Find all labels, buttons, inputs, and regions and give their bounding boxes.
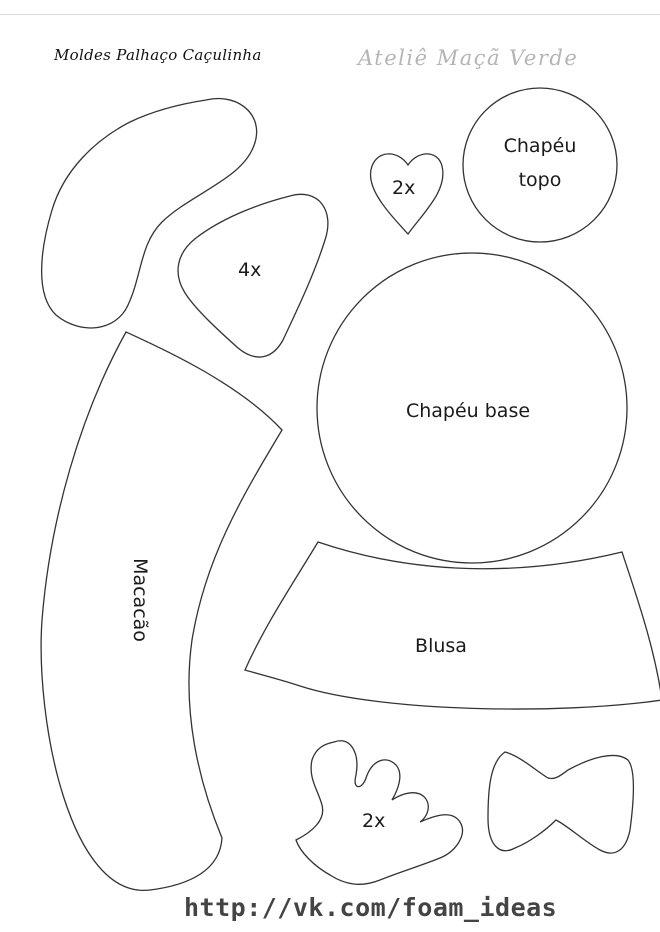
shirt-piece bbox=[244, 541, 660, 710]
shoe-sole-piece bbox=[177, 193, 329, 358]
page-title: Moldes Palhaço Caçulinha bbox=[54, 46, 262, 64]
top-divider bbox=[0, 14, 660, 15]
shirt-label: Blusa bbox=[415, 635, 467, 657]
hat-top-label-line1: Chapéu bbox=[504, 135, 577, 157]
glove-piece bbox=[295, 740, 464, 885]
heart-piece bbox=[369, 153, 444, 236]
hat-top-piece bbox=[462, 87, 618, 243]
shoe-count-label: 4x bbox=[238, 259, 261, 281]
brand-name: Ateliê Maçã Verde bbox=[358, 46, 579, 70]
heart-count-label: 2x bbox=[392, 177, 415, 199]
glove-count-label: 2x bbox=[362, 810, 385, 832]
hat-base-label: Chapéu base bbox=[406, 400, 530, 422]
bowtie-piece bbox=[487, 751, 635, 854]
shoe-piece-large bbox=[41, 97, 258, 329]
hat-top-label-line2: topo bbox=[519, 169, 562, 191]
overalls-label: Macacão bbox=[129, 558, 151, 642]
footer-url: http://vk.com/foam_ideas bbox=[184, 893, 558, 922]
hat-base-piece bbox=[316, 252, 628, 564]
overalls-piece bbox=[40, 331, 283, 891]
